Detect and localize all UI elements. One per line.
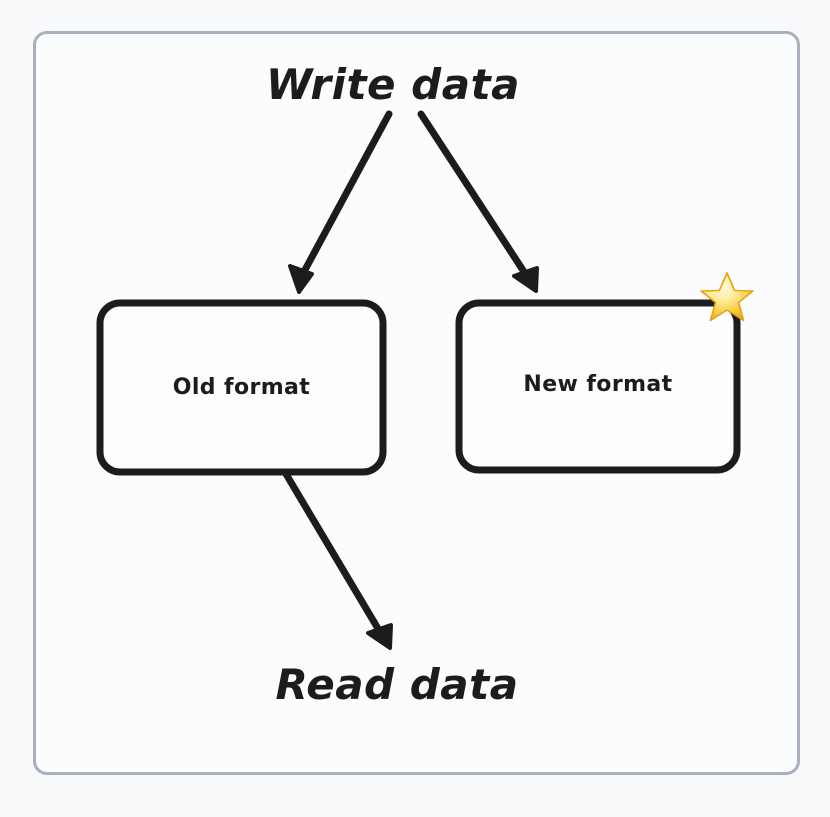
page-title-write-data: Write data [266,60,520,109]
node-new-format-label: New format [523,372,673,397]
node-old-format-hitbox[interactable] [100,303,383,472]
node-new-format-hitbox[interactable] [459,303,737,470]
page-title-read-data: Read data [275,660,519,709]
node-old-format-label: Old format [172,375,311,400]
star-badge-hitbox[interactable] [703,272,753,322]
